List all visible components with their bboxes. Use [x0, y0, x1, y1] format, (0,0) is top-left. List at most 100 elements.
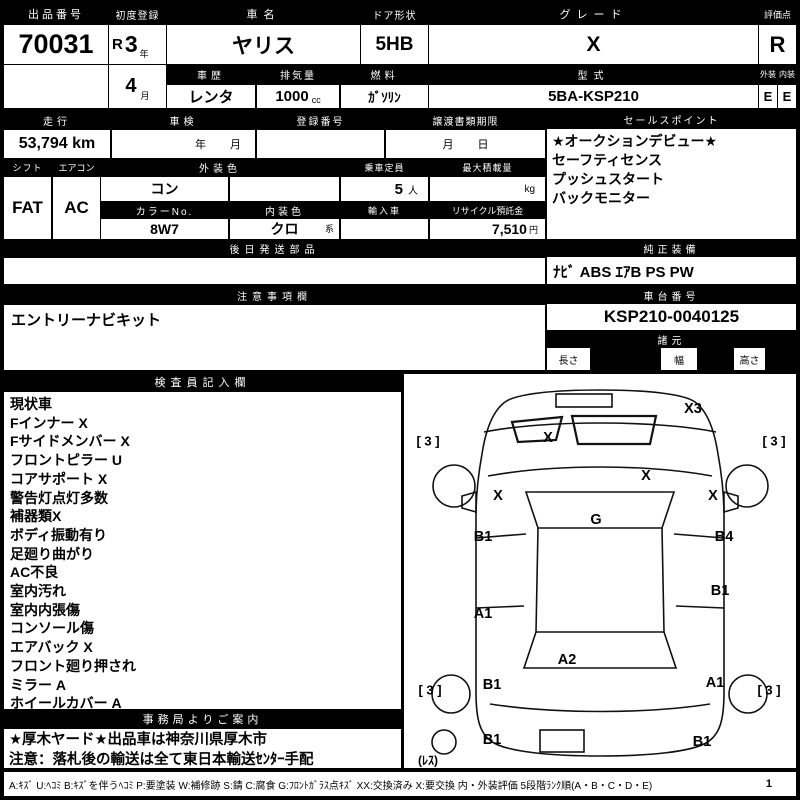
damage-mark: X — [641, 468, 651, 484]
inspection-header: 車検 — [111, 111, 256, 129]
specs-header: 諸元 — [546, 331, 797, 347]
first-reg-header: 初度登録 — [108, 3, 167, 25]
max-load-header: 最大積載量 — [429, 159, 546, 176]
shift-type: FAT — [3, 176, 52, 240]
grade: X — [428, 24, 759, 65]
mileage: 53,794 km — [3, 129, 111, 159]
sales-points-list: ★オークションデビュー★ セーフティセンスプッシュスタートバックモニター — [546, 128, 797, 240]
sales-point-line: バックモニター — [552, 190, 650, 206]
front-grille — [570, 414, 658, 446]
auction-number: 70031 — [3, 24, 109, 65]
later-parts-header: 後日発送部品 — [3, 240, 546, 257]
interior-color-suffix: 系 — [324, 224, 334, 234]
chassis-number: KSP210-0040125 — [546, 303, 797, 331]
spec-height-value — [766, 347, 797, 371]
score-header: 評価点 — [758, 3, 797, 25]
recycle-unit: 円 — [528, 225, 538, 235]
max-load-unit: kg — [524, 183, 535, 195]
inspector-item: Fインナー X — [10, 414, 88, 431]
inspector-item: フロントピラー U — [10, 452, 122, 469]
damage-mark: A1 — [473, 606, 493, 622]
exterior-color-extra — [229, 176, 340, 202]
inspector-item: コアサポート X — [10, 470, 108, 487]
front-plate — [555, 393, 613, 408]
inspector-item: ボディ振動有り — [10, 526, 108, 543]
auction-no-header: 出品番号 — [3, 3, 109, 25]
inspector-item: ミラー A — [10, 676, 66, 693]
recycle-header: リサイクル預託金 — [429, 202, 546, 218]
hood-line — [487, 466, 713, 477]
page-number: 1 — [765, 778, 772, 790]
interior-color-header: 内装色 — [229, 202, 340, 218]
legend-text: A:ｷｽﾞ U:ﾍｺﾐ B:ｷｽﾞを伴うﾍｺﾐ P:要塗装 W:補修跡 S:錆 … — [9, 780, 653, 792]
office-line: 注意：落札後の輸送は全て東日本輸送ｾﾝﾀｰ手配 — [9, 752, 314, 768]
inspector-item: フロント廻り押され — [10, 657, 136, 674]
sales-points-header: セールスポイント — [546, 111, 797, 128]
month-unit: 月 — [140, 91, 150, 101]
damage-mark: [ 3 ] — [416, 433, 440, 449]
notes-header: 注意事項欄 — [3, 287, 546, 304]
first-reg-month: 4 — [125, 75, 137, 97]
capacity: 5 人 — [340, 176, 429, 202]
damage-mark: A1 — [705, 675, 725, 691]
rear-plate — [539, 729, 585, 753]
import-flag — [340, 218, 429, 240]
model-code: 5BA-KSP210 — [428, 84, 759, 109]
inspector-item: 現状車 — [10, 396, 52, 412]
damage-mark: B1 — [710, 583, 730, 599]
spec-length-value — [591, 347, 660, 371]
era-code: R — [112, 36, 123, 53]
car-outline-drawing — [431, 389, 769, 757]
inspector-item: AC不良 — [10, 564, 59, 581]
damage-mark: [ 3 ] — [418, 682, 442, 698]
aircon-type: AC — [52, 176, 101, 240]
rear-window — [522, 631, 678, 669]
fuel-type: ｶﾞｿﾘﾝ — [340, 84, 429, 109]
displacement-header: 排気量 — [256, 64, 340, 85]
interior-color: クロ 系 — [229, 218, 340, 240]
inspector-item: 補器類X — [10, 508, 62, 525]
car-body — [475, 389, 725, 757]
damage-mark: (ﾚｽ) — [418, 753, 438, 768]
damage-mark: X — [543, 430, 553, 446]
interior-color-value: クロ — [270, 221, 299, 237]
max-load: kg — [429, 176, 546, 202]
transfer-month-unit: 月 — [442, 139, 454, 151]
damage-mark: [ 3 ] — [762, 433, 786, 449]
equipment-list: ﾅﾋﾞ ABS ｴｱB PS PW — [546, 256, 797, 286]
transfer-deadline: 月 日 — [385, 129, 546, 159]
displacement-value: 1000 — [275, 88, 309, 105]
spare-wheel — [431, 729, 457, 755]
recycle-value: 7,510 — [491, 221, 527, 237]
front-lamp-left — [510, 415, 564, 444]
grade-header: グレード — [428, 3, 759, 25]
inspector-item: ホイールカバー A — [10, 695, 122, 710]
equipment-header: 純正装備 — [546, 240, 797, 256]
sales-point-line: プッシュスタート — [552, 171, 664, 187]
damage-mark: B1 — [482, 677, 502, 693]
door-lines — [475, 533, 725, 609]
spec-width-label: 幅 — [660, 347, 698, 371]
displacement: 1000 cc — [256, 84, 340, 109]
damage-mark: B1 — [692, 734, 712, 750]
inspector-header: 検査員記入欄 — [3, 373, 402, 391]
notes-content: エントリーナビキット — [3, 304, 546, 371]
interior-grade-header: 内装 — [777, 64, 797, 85]
legend-bar: A:ｷｽﾞ U:ﾍｺﾐ B:ｷｽﾞを伴うﾍｺﾐ P:要塗装 W:補修跡 S:錆 … — [3, 771, 797, 797]
mileage-header: 走行 — [3, 111, 111, 129]
damage-mark: X — [493, 488, 503, 504]
registration-number — [256, 129, 385, 159]
inspector-item: 足廻り曲がり — [10, 545, 94, 562]
first-registration-value: R 3 年 — [108, 24, 167, 65]
spec-height-label: 高さ — [733, 347, 766, 371]
damage-mark: X3 — [684, 401, 702, 417]
sales-point-line: セーフティセンス — [552, 152, 663, 168]
spec-length-label: 長さ — [546, 347, 591, 371]
sales-point-line: ★オークションデビュー★ — [552, 133, 718, 149]
auction-no-empty-cell — [3, 64, 109, 109]
divider — [3, 284, 797, 287]
inspector-item: Fサイドメンバー X — [10, 433, 130, 450]
transfer-day-unit: 日 — [477, 139, 489, 151]
